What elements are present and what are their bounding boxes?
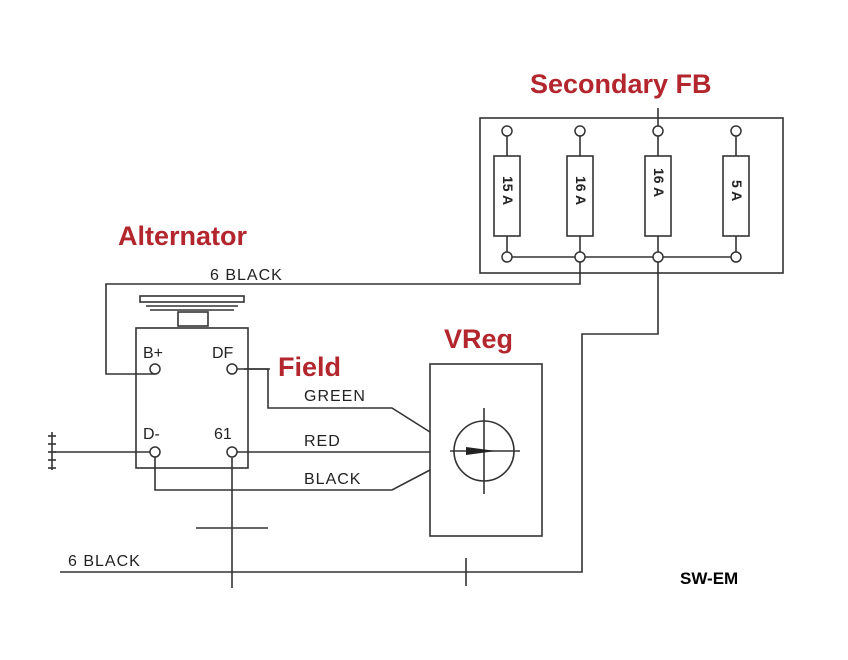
- fuse-2: [566, 155, 594, 237]
- fuse-2-label: 16 A: [573, 176, 589, 205]
- alternator: B+ DF D- 61: [135, 295, 249, 469]
- fuse-1-label: 15 A: [500, 176, 516, 205]
- wire-label-red: RED: [304, 433, 341, 450]
- secondary-fb-label: Secondary FB: [530, 69, 712, 99]
- wire-label-bottom-black: 6 BLACK: [68, 553, 141, 570]
- fuse-1: [493, 155, 521, 237]
- terminal-d-minus: D-: [143, 426, 160, 443]
- wire-label-green: GREEN: [304, 388, 366, 405]
- terminal-df: DF: [212, 345, 234, 362]
- terminal-b-plus: B+: [143, 345, 163, 362]
- reference-label: SW-EM: [680, 569, 738, 588]
- fuse-3: [644, 155, 672, 237]
- fuse-4-label: 5 A: [729, 180, 745, 201]
- wiring: [48, 262, 659, 588]
- fuse-4: [722, 155, 750, 237]
- voltage-regulator: [429, 363, 543, 537]
- field-label: Field: [278, 352, 341, 382]
- secondary-fuse-box: 15 A 16 A 16 A 5 A: [479, 108, 784, 274]
- terminal-61: 61: [214, 426, 232, 443]
- vreg-label: VReg: [444, 324, 513, 354]
- wire-label-top-black: 6 BLACK: [210, 267, 283, 284]
- alternator-label: Alternator: [118, 221, 248, 251]
- wire-label-black: BLACK: [304, 471, 361, 488]
- fuse-3-label: 16 A: [651, 168, 667, 197]
